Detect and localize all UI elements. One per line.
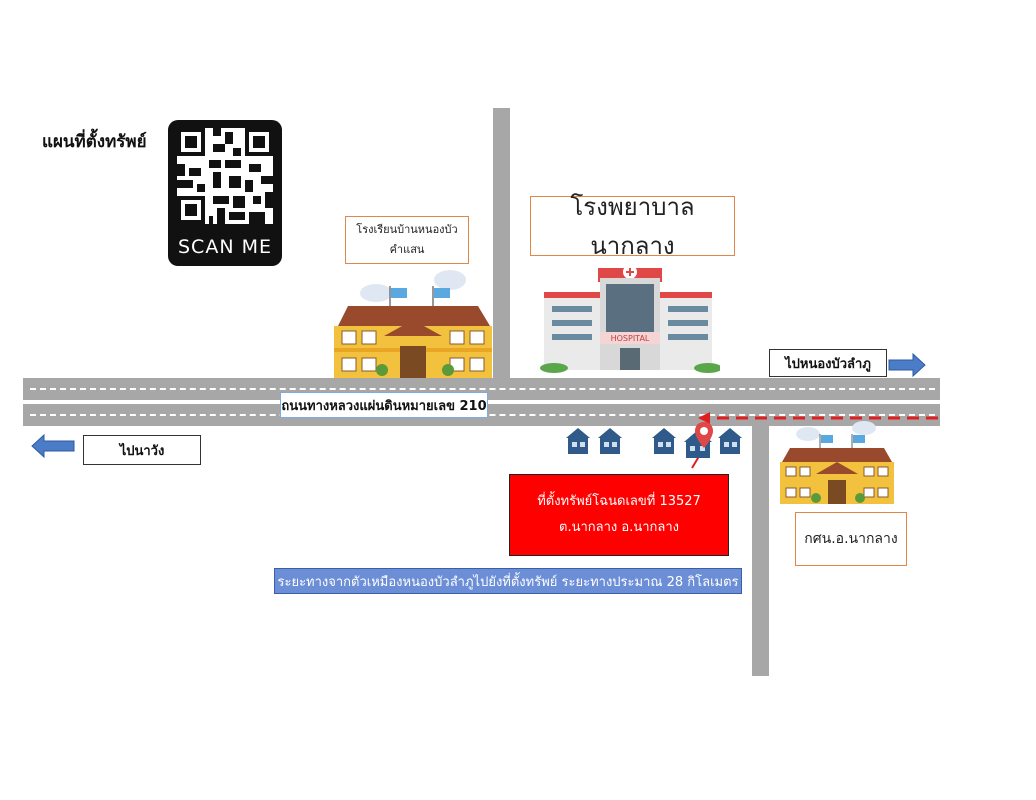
- school-building-icon: [334, 270, 492, 378]
- school-label-text: โรงเรียนบ้านหนองบัวคำแสน: [356, 223, 458, 256]
- hospital-label: โรงพยาบาลนากลาง: [530, 193, 735, 260]
- property-deed-text: ที่ตั้งทรัพย์โฉนดเลขที่ 13527: [537, 494, 701, 509]
- arrow-left-icon: [31, 434, 75, 458]
- distance-info-box: ระยะทางจากตัวเหมืองหนองบัวลำภูไปยังที่ตั…: [274, 568, 742, 594]
- learning-center-building-icon: [780, 421, 894, 504]
- road-vertical-south: [752, 424, 769, 676]
- qr-pattern-icon: [177, 128, 273, 224]
- map-title: แผนที่ตั้งทรัพย์: [42, 132, 147, 152]
- property-info-box: ที่ตั้งทรัพย์โฉนดเลขที่ 13527 ต.นากลาง อ…: [509, 474, 729, 556]
- direction-label-left: ไปนาวัง: [83, 435, 201, 465]
- school-label: โรงเรียนบ้านหนองบัวคำแสน: [345, 216, 469, 264]
- hospital-label-text: โรงพยาบาลนากลาง: [570, 193, 695, 260]
- hospital-sign: HOSPITAL: [610, 334, 650, 343]
- qr-caption: SCAN ME: [178, 236, 272, 258]
- location-pin-icon: [695, 422, 713, 448]
- direction-label-right: ไปหนองบัวลำภู: [769, 349, 887, 377]
- road-vertical-north: [493, 108, 510, 380]
- qr-pattern: [177, 128, 273, 224]
- hospital-building-icon: [540, 265, 720, 373]
- highway-label: ถนนทางหลวงแผ่นดินหมายเลข 210: [280, 392, 488, 418]
- arrow-right-icon: [888, 353, 926, 377]
- learning-center-label: กศน.อ.นากลาง: [795, 512, 907, 566]
- road-lane-marking-upper: [30, 388, 935, 390]
- learning-center-label-text: กศน.อ.นากลาง: [804, 531, 898, 547]
- houses-icon: [566, 428, 742, 458]
- qr-code[interactable]: SCAN ME: [168, 120, 282, 266]
- property-location-text: ต.นากลาง อ.นากลาง: [559, 520, 679, 535]
